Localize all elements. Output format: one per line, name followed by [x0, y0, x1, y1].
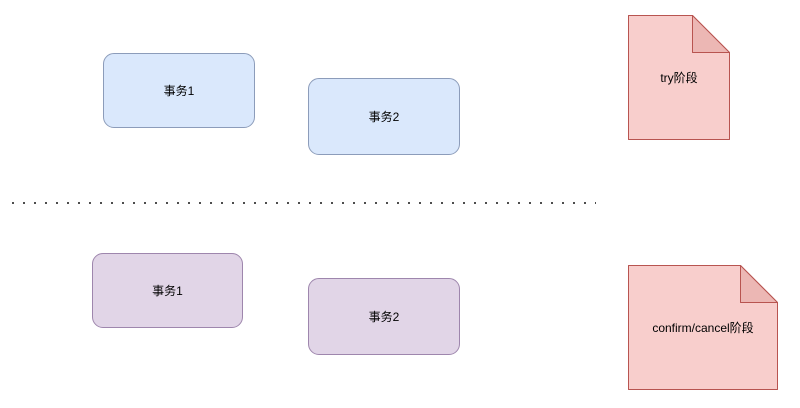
- try-transaction-2-label: 事务2: [368, 110, 400, 124]
- confirm-transaction-1-box[interactable]: 事务1: [92, 253, 243, 328]
- try-transaction-2-box[interactable]: 事务2: [308, 78, 460, 155]
- note-shape-icon: [628, 265, 778, 390]
- confirm-cancel-phase-note-label: confirm/cancel阶段: [652, 321, 754, 335]
- try-phase-note-label: try阶段: [660, 71, 698, 85]
- try-transaction-1-label: 事务1: [163, 84, 195, 98]
- confirm-cancel-phase-note[interactable]: confirm/cancel阶段: [628, 265, 778, 390]
- phase-divider-dotted-line: [12, 202, 596, 204]
- note-shape-icon: [628, 15, 730, 140]
- confirm-transaction-1-label: 事务1: [152, 284, 183, 298]
- confirm-transaction-2-box[interactable]: 事务2: [308, 278, 460, 355]
- try-phase-note[interactable]: try阶段: [628, 15, 730, 140]
- try-transaction-1-box[interactable]: 事务1: [103, 53, 255, 128]
- confirm-transaction-2-label: 事务2: [368, 310, 400, 324]
